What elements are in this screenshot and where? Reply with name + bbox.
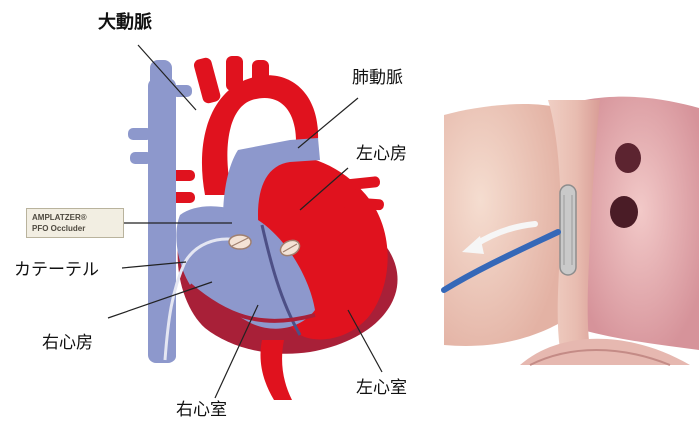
right-atrial-wall [582,97,699,350]
septum-closeup [444,97,699,365]
aorta-branch-1 [193,56,222,104]
label-pulmonary-artery: 肺動脈 [352,70,403,87]
heart-illustration [128,56,398,400]
label-catheter: カテーテル [14,262,99,279]
aorta-branch-2 [226,56,243,91]
label-right-atrium: 右心房 [42,335,93,352]
hole-upper [615,143,641,173]
occluder-label-box: AMPLATZER® PFO Occluder [26,208,124,238]
left-atrial-wall [444,104,565,346]
aorta-branch-3 [252,60,269,90]
label-right-ventricle: 右心室 [176,402,227,419]
hole-lower [610,196,638,228]
occluder-disk [560,185,576,275]
occluder-brand: AMPLATZER® [32,212,118,223]
label-left-ventricle: 左心室 [356,380,407,397]
label-aorta: 大動脈 [98,14,152,32]
vein-branch-1 [128,128,152,140]
vena-cava-top [150,60,172,90]
vein-branch-2 [130,152,152,164]
occluder-model: PFO Occluder [32,223,118,234]
label-left-atrium: 左心房 [356,146,407,163]
